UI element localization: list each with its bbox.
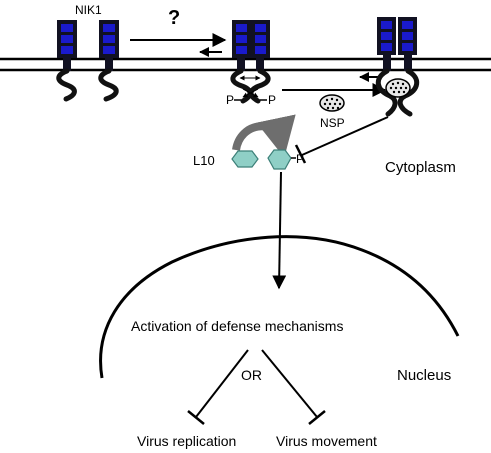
movement-inhibition-bar xyxy=(308,410,326,425)
receptor-monomer-left xyxy=(56,20,77,102)
question-mark: ? xyxy=(168,7,180,29)
receptor-monomer-right xyxy=(98,20,119,102)
cytoplasm-label: Cytoplasm xyxy=(385,159,456,176)
phospho-right-label: P xyxy=(268,93,276,107)
nsp-label: NSP xyxy=(320,116,345,130)
nsp-inhibition-bar xyxy=(294,144,307,164)
l10-phosphorylated xyxy=(267,149,292,170)
l10-nuclear-translocation-arrow xyxy=(272,171,287,290)
nsp-particle xyxy=(319,94,345,112)
l10-label: L10 xyxy=(193,153,215,168)
l10-phospho-label: P xyxy=(296,152,304,166)
nucleus-label: Nucleus xyxy=(397,367,451,384)
nuclear-envelope xyxy=(99,235,460,379)
replication-inhibition-line xyxy=(195,349,249,418)
nik1-monomers xyxy=(56,20,119,102)
activation-label: Activation of defense mechanisms xyxy=(131,318,343,334)
virus-replication-label: Virus replication xyxy=(137,433,236,449)
nik1-label: NIK1 xyxy=(75,3,102,17)
nsp-inhibition-line xyxy=(301,116,389,156)
l10-phosphorylation-curved-arrow xyxy=(232,114,296,158)
or-label: OR xyxy=(241,367,262,383)
nik1-nsp-complex xyxy=(375,17,420,117)
phospho-left-label: P xyxy=(226,93,234,107)
replication-inhibition-bar xyxy=(187,410,205,425)
movement-inhibition-line xyxy=(261,349,318,418)
plasma-membrane xyxy=(0,57,491,72)
l10-unphosphorylated xyxy=(231,150,259,168)
nik1-active-dimer xyxy=(230,20,271,104)
cross-phosphorylation-arrow-b xyxy=(242,88,259,98)
virus-movement-label: Virus movement xyxy=(276,433,377,449)
